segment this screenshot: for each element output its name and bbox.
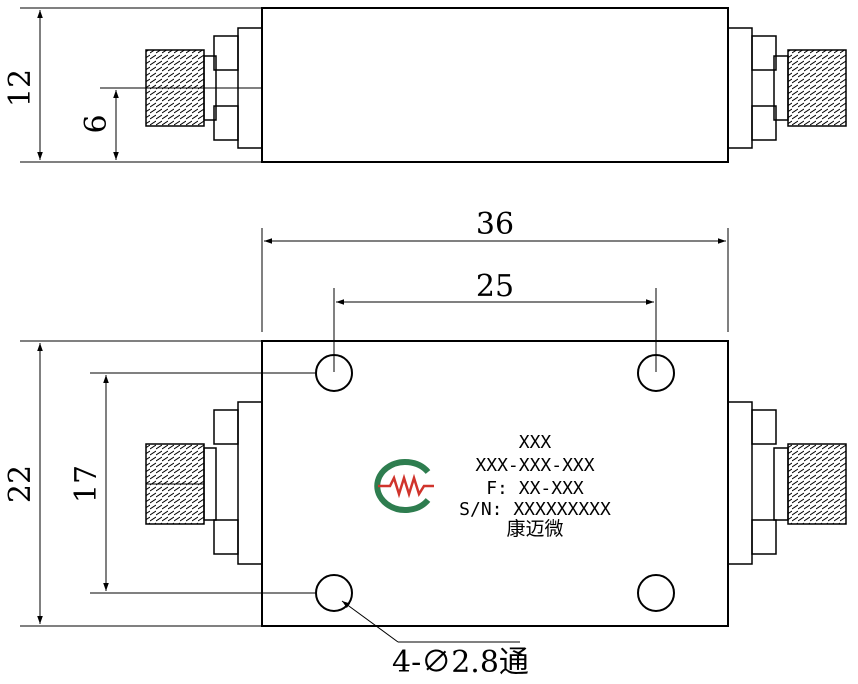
dim-side-height: 12 [3, 69, 38, 107]
mounting-hole [315, 574, 353, 612]
dim-top-width: 22 [3, 465, 38, 503]
label-line-2: XXX-XXX-XXX [475, 455, 594, 476]
label-line-3: F: XX-XXX [486, 478, 584, 499]
top-view: 36 25 [3, 207, 847, 680]
label-line-5: 康迈微 [506, 518, 563, 540]
dim-hole-spacing-x: 25 [476, 269, 514, 304]
dim-hole-spacing-y: 17 [69, 465, 104, 503]
dim-side-center: 6 [79, 114, 114, 133]
sma-connector-icon [727, 401, 847, 565]
dim-top-length: 36 [476, 207, 514, 242]
mounting-hole [637, 574, 675, 612]
hole-callout: 4-∅2.8通 [392, 645, 529, 680]
label-line-1: XXX [519, 432, 552, 453]
side-body [261, 7, 729, 163]
side-view: 12 6 [3, 7, 847, 163]
company-logo-icon [374, 459, 434, 513]
sma-connector-icon [145, 401, 263, 565]
label-line-4: S/N: XXXXXXXXX [459, 499, 611, 520]
sma-connector-icon [727, 27, 847, 149]
mounting-hole [637, 354, 675, 392]
